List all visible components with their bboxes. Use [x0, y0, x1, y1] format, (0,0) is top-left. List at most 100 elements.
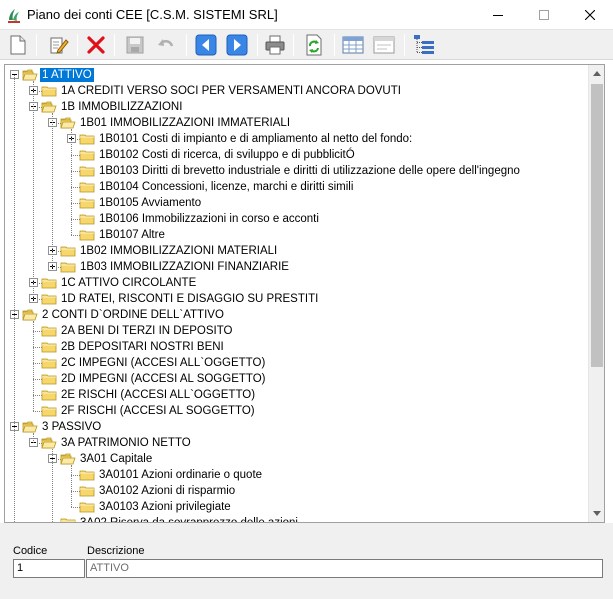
new-document-button[interactable]	[6, 33, 30, 57]
refresh-icon	[306, 34, 322, 56]
refresh-button[interactable]	[302, 33, 326, 57]
tree-node[interactable]: 3A0101 Azioni ordinarie o quote	[5, 467, 589, 483]
form-window-icon	[373, 36, 395, 54]
tree-guide-line	[14, 75, 15, 522]
tree-node[interactable]: 2F RISCHI (ACCESI AL SOGGETTO)	[5, 403, 589, 419]
tree-connector	[71, 491, 84, 492]
tree-node[interactable]: 2B DEPOSITARI NOSTRI BENI	[5, 339, 589, 355]
tree-node-label: 3A PATRIMONIO NETTO	[61, 437, 191, 449]
tree-node[interactable]: 1 ATTIVO	[5, 67, 589, 83]
tree-connector	[33, 395, 46, 396]
tree-node-label: 1 ATTIVO	[40, 68, 94, 82]
save-button[interactable]	[123, 33, 147, 57]
scroll-thumb[interactable]	[591, 84, 603, 367]
close-icon	[585, 10, 595, 20]
arrow-right-icon	[226, 34, 248, 56]
tree-connector	[71, 507, 84, 508]
tree-node[interactable]: 2A BENI DI TERZI IN DEPOSITO	[5, 323, 589, 339]
tree-node[interactable]: 1B0105 Avviamento	[5, 195, 589, 211]
tree-connector	[71, 235, 84, 236]
undo-arrow-icon	[158, 39, 174, 47]
tree-node-label: 2D IMPEGNI (ACCESI AL SOGGETTO)	[61, 373, 266, 385]
tree-node[interactable]: 1B03 IMMOBILIZZAZIONI FINANZIARIE	[5, 259, 589, 275]
tree-node-label: 3A0103 Azioni privilegiate	[99, 501, 231, 513]
tree-connector	[33, 379, 46, 380]
tree-connector	[33, 107, 46, 108]
tree-connector	[52, 251, 65, 252]
tree-guide-line	[52, 449, 53, 522]
tree-node[interactable]: 1A CREDITI VERSO SOCI PER VERSAMENTI ANC…	[5, 83, 589, 99]
folder-icon	[41, 406, 57, 417]
next-button[interactable]	[225, 33, 249, 57]
vertical-scrollbar[interactable]	[588, 65, 604, 522]
folder-icon	[41, 358, 57, 369]
tree-node-label: 2B DEPOSITARI NOSTRI BENI	[61, 341, 224, 353]
description-field[interactable]: ATTIVO	[86, 559, 603, 578]
folder-icon	[79, 486, 95, 497]
tree-node[interactable]: 1D RATEI, RISCONTI E DISAGGIO SU PRESTIT…	[5, 291, 589, 307]
tree-node[interactable]: 3A01 Capitale	[5, 451, 589, 467]
tree-list-icon	[414, 35, 434, 54]
tree-node-label: 1B0104 Concessioni, licenze, marchi e di…	[99, 181, 354, 193]
tree-node[interactable]: 1B0107 Altre	[5, 227, 589, 243]
edit-button[interactable]	[47, 33, 71, 57]
tree-node[interactable]: 3 PASSIVO	[5, 419, 589, 435]
tree-node[interactable]: 1B0104 Concessioni, licenze, marchi e di…	[5, 179, 589, 195]
form-view-button[interactable]	[372, 33, 396, 57]
folder-icon	[41, 390, 57, 401]
tree-node[interactable]: 3A PATRIMONIO NETTO	[5, 435, 589, 451]
tree-node[interactable]: 3A02 Riserva da sovrapprezzo delle azion…	[5, 515, 589, 522]
folder-icon	[60, 262, 76, 273]
print-button[interactable]	[263, 33, 287, 57]
tree-node[interactable]: 2 CONTI D`ORDINE DELL`ATTIVO	[5, 307, 589, 323]
toolbar-separator	[257, 34, 258, 56]
tree-node-label: 3A02 Riserva da sovrapprezzo delle azion…	[78, 516, 300, 522]
tree-node[interactable]: 2C IMPEGNI (ACCESI ALL`OGGETTO)	[5, 355, 589, 371]
tree-node[interactable]: 1B0106 Immobilizzazioni in corso e accon…	[5, 211, 589, 227]
tree-view-button[interactable]	[412, 33, 436, 57]
tree-node[interactable]: 1B0102 Costi di ricerca, di sviluppo e d…	[5, 147, 589, 163]
tree-connector	[71, 171, 84, 172]
tree-node[interactable]: 3A0102 Azioni di risparmio	[5, 483, 589, 499]
tree-node[interactable]: 1B0101 Costi di impianto e di ampliament…	[5, 131, 589, 147]
tree-guide-line	[33, 321, 34, 411]
previous-button[interactable]	[194, 33, 218, 57]
tree-connector	[33, 411, 46, 412]
maximize-button[interactable]	[521, 0, 567, 30]
scroll-up-button[interactable]	[589, 65, 604, 82]
undo-button[interactable]	[154, 33, 178, 57]
tree-guide-line	[33, 433, 34, 443]
delete-button[interactable]	[84, 33, 108, 57]
tree-node[interactable]: 1B01 IMMOBILIZZAZIONI IMMATERIALI	[5, 115, 589, 131]
tree-node[interactable]: 1B IMMOBILIZZAZIONI	[5, 99, 589, 115]
tree-connector	[71, 203, 84, 204]
folder-open-icon	[22, 309, 38, 321]
toolbar	[0, 30, 613, 60]
folder-icon	[60, 246, 76, 257]
title-bar[interactable]: Piano dei conti CEE [C.S.M. SISTEMI SRL]	[0, 0, 613, 30]
folder-open-icon	[22, 69, 38, 81]
chevron-up-icon	[593, 71, 601, 76]
folder-icon	[41, 374, 57, 385]
tree-content: 1 ATTIVO 1A CREDITI VERSO SOCI PER VERSAM…	[5, 65, 589, 522]
folder-icon	[41, 326, 57, 337]
close-button[interactable]	[567, 0, 613, 30]
grid-view-button[interactable]	[341, 33, 365, 57]
tree-node[interactable]: 1B0103 Diritti di brevetto industriale e…	[5, 163, 589, 179]
scroll-down-button[interactable]	[589, 505, 604, 522]
tree-node-label: 1A CREDITI VERSO SOCI PER VERSAMENTI ANC…	[61, 85, 401, 97]
tree-node[interactable]: 2E RISCHI (ACCESI ALL`OGGETTO)	[5, 387, 589, 403]
tree-node[interactable]: 3A0103 Azioni privilegiate	[5, 499, 589, 515]
tree-node[interactable]: 1B02 IMMOBILIZZAZIONI MATERIALI	[5, 243, 589, 259]
minimize-button[interactable]	[475, 0, 521, 30]
tree-node-label: 1B0101 Costi di impianto e di ampliament…	[99, 133, 413, 145]
tree-node-label: 2F RISCHI (ACCESI AL SOGGETTO)	[61, 405, 255, 417]
tree-node-label: 3 PASSIVO	[42, 421, 102, 433]
tree-node[interactable]: 2D IMPEGNI (ACCESI AL SOGGETTO)	[5, 371, 589, 387]
code-field[interactable]: 1	[13, 559, 85, 578]
tree-connector	[33, 91, 46, 92]
description-label: Descrizione	[87, 545, 145, 557]
tree-node[interactable]: 1C ATTIVO CIRCOLANTE	[5, 275, 589, 291]
folder-open-icon	[60, 453, 76, 465]
account-tree-view[interactable]: 1 ATTIVO 1A CREDITI VERSO SOCI PER VERSAM…	[4, 64, 605, 523]
